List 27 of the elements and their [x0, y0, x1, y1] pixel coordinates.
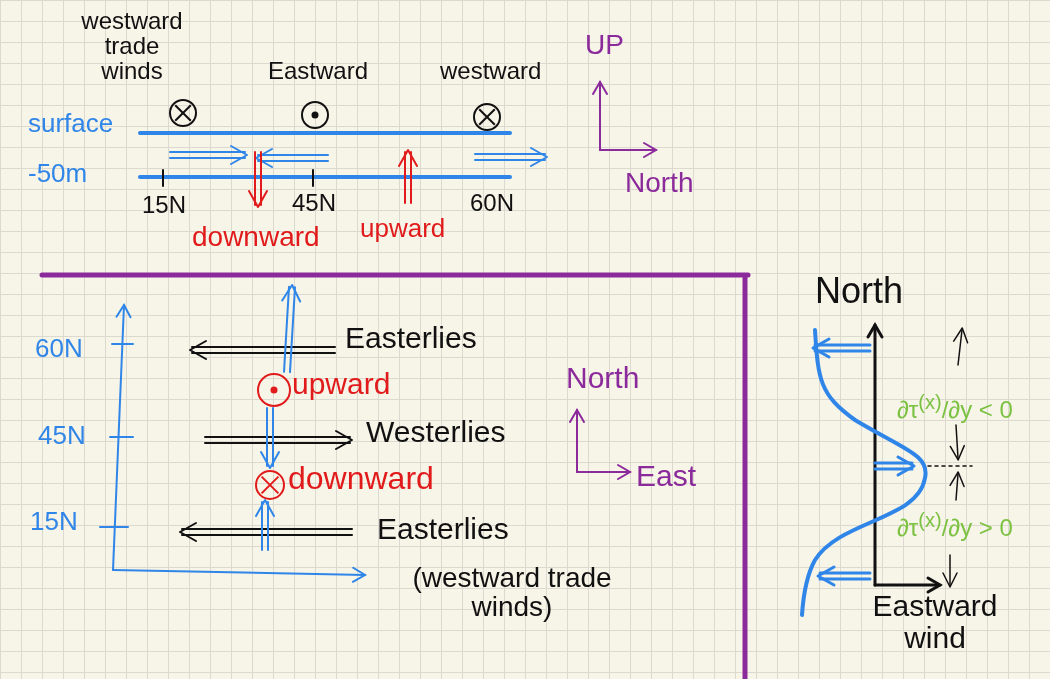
equation-label: ∂τ$^{(x)}$/∂y > 0 — [897, 510, 1013, 541]
vertical-motion-label: downward — [192, 222, 320, 252]
wind-label: westward — [440, 58, 542, 84]
axis-label: East — [636, 460, 697, 492]
axis-label: North — [815, 272, 904, 310]
wind-label: westward trade winds — [80, 8, 184, 84]
depth-label: -50m — [28, 160, 88, 188]
latitude-label: 15N — [142, 192, 187, 218]
latitude-label: 45N — [292, 190, 337, 216]
vertical-motion-label: upward — [292, 368, 391, 400]
axis-label: UP — [585, 30, 624, 60]
equation-label: ∂τ$^{(x)}$/∂y < 0 — [897, 392, 1013, 423]
depth-label: surface — [28, 110, 114, 138]
latitude-label: 60N — [470, 190, 515, 216]
vertical-motion-label: downward — [288, 462, 434, 496]
wind-label: Westerlies — [366, 416, 506, 448]
wind-label: (westward trade winds) — [411, 563, 613, 622]
latitude-label: 60N — [35, 335, 83, 363]
latitude-label: 15N — [30, 508, 78, 536]
wind-label: Eastward — [268, 58, 369, 84]
latitude-label: 45N — [38, 422, 86, 450]
axis-label: Eastward wind — [871, 590, 999, 653]
wind-label: Easterlies — [345, 322, 477, 354]
axis-label: North — [625, 168, 694, 198]
vertical-motion-label: upward — [360, 215, 446, 243]
wind-label: Easterlies — [377, 513, 509, 545]
axis-label: North — [566, 362, 640, 394]
